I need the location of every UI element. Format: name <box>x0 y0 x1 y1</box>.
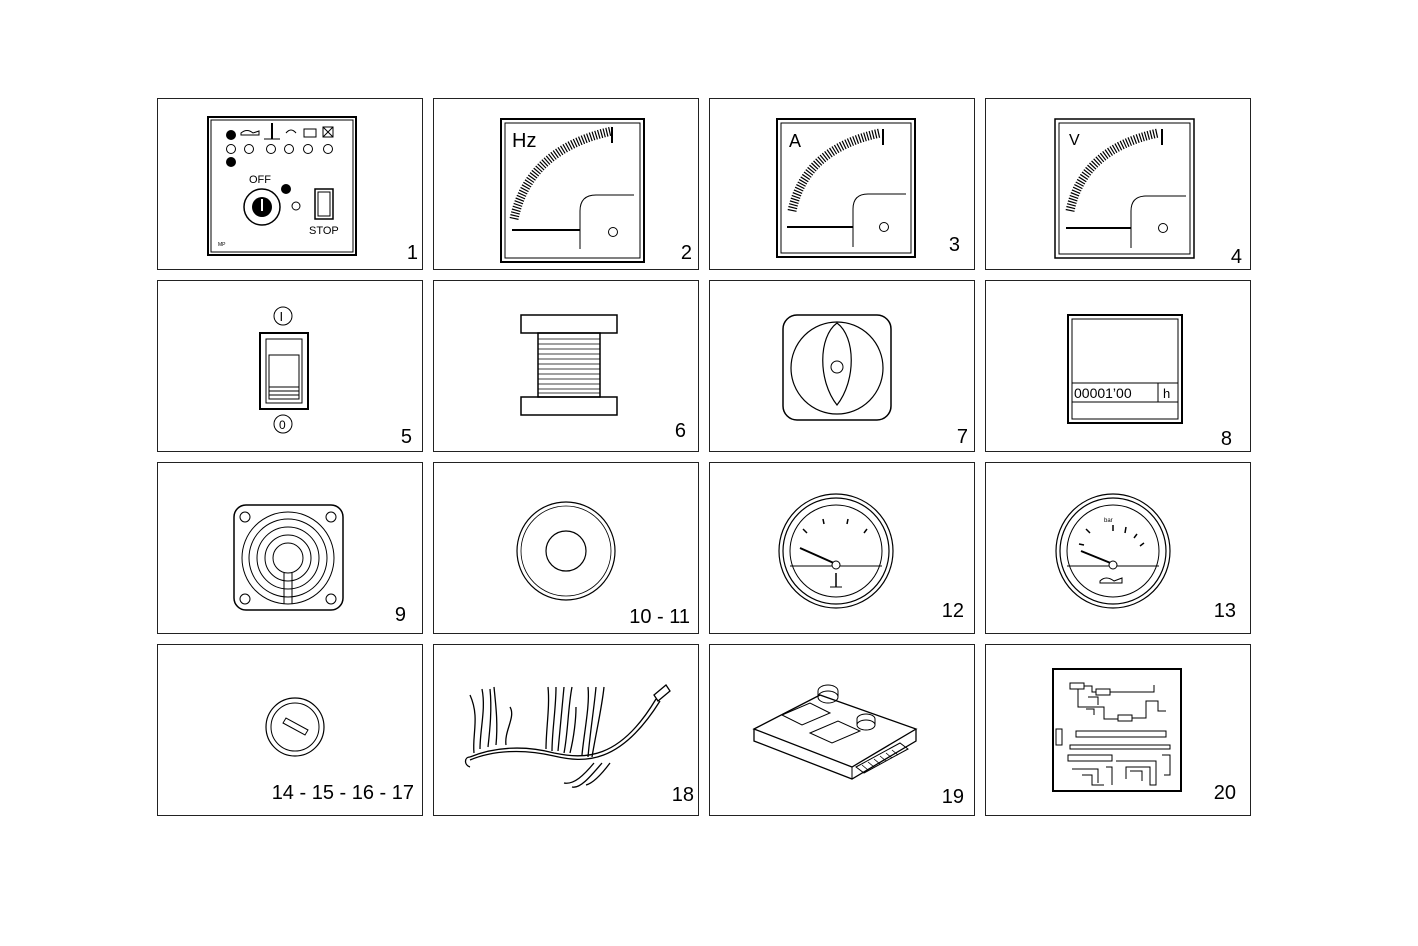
rocker-switch-drawing: I 0 <box>259 306 309 434</box>
meter-unit-label: A <box>789 131 801 151</box>
control-panel-drawing: OFF STOP MP <box>207 116 357 256</box>
item-3-ammeter: A 3 <box>709 98 975 270</box>
warning-lamp-drawing <box>516 501 616 601</box>
item-12-temperature-gauge: 12 <box>709 462 975 634</box>
item-number: 6 <box>674 420 686 442</box>
item-7-rotary-selector: 7 <box>709 280 975 452</box>
item-14-17-key-switch: 14 - 15 - 16 - 17 <box>157 644 423 816</box>
item-number: 20 <box>1213 782 1236 804</box>
item-13-oil-pressure-gauge: bar 13 <box>985 462 1251 634</box>
item-2-frequency-meter: Hz 2 <box>433 98 699 270</box>
item-number: 10 - 11 <box>629 606 690 628</box>
item-number: 7 <box>956 426 968 448</box>
item-number: 1 <box>406 242 418 264</box>
item-18-wiring-harness: 18 <box>433 644 699 816</box>
wire-spool-drawing <box>520 314 618 416</box>
item-6-wire-spool: 6 <box>433 280 699 452</box>
item-19-control-unit: 19 <box>709 644 975 816</box>
item-1-control-panel: OFF STOP MP 1 <box>157 98 423 270</box>
hour-counter-drawing: 00001’00 h <box>1067 314 1183 424</box>
item-number: 5 <box>400 426 412 448</box>
item-10-11-warning-lamp: 10 - 11 <box>433 462 699 634</box>
item-number: 8 <box>1220 428 1232 450</box>
item-number: 19 <box>941 786 964 808</box>
item-number: 18 <box>671 784 694 806</box>
horn-drawing <box>233 504 344 611</box>
item-number: 4 <box>1230 246 1242 268</box>
switch-on-label: I <box>280 309 284 324</box>
ammeter-drawing: A <box>776 118 916 258</box>
key-switch-drawing <box>265 697 325 757</box>
item-number: 3 <box>948 234 960 256</box>
meter-unit-label: Hz <box>512 130 536 152</box>
item-number: 9 <box>394 604 406 626</box>
temperature-gauge-drawing <box>778 493 894 609</box>
oil-pressure-gauge-drawing: bar <box>1055 493 1171 609</box>
voltmeter-drawing: V <box>1054 118 1195 259</box>
wiring-harness-drawing <box>464 684 671 788</box>
item-20-circuit-board: 20 <box>985 644 1251 816</box>
stop-label: STOP <box>309 225 339 237</box>
meter-unit-label: V <box>1069 132 1080 149</box>
item-4-voltmeter: V 4 <box>985 98 1251 270</box>
item-8-hour-counter: 00001’00 h 8 <box>985 280 1251 452</box>
item-5-rocker-switch: I 0 5 <box>157 280 423 452</box>
item-number: 13 <box>1213 600 1236 622</box>
pressure-unit-label: bar <box>1104 518 1113 524</box>
hour-counter-unit: h <box>1163 386 1170 401</box>
item-number: 2 <box>680 242 692 264</box>
circuit-board-drawing <box>1052 668 1182 792</box>
hour-counter-value: 00001’00 <box>1074 385 1132 401</box>
rotary-selector-drawing <box>782 314 892 421</box>
item-number: 12 <box>941 600 964 622</box>
switch-off-label: 0 <box>279 418 286 432</box>
off-label: OFF <box>249 174 271 186</box>
frequency-meter-drawing: Hz <box>500 118 645 263</box>
item-9-horn: 9 <box>157 462 423 634</box>
control-unit-drawing <box>752 684 918 780</box>
brand-mark: MP <box>218 242 226 248</box>
item-number: 14 - 15 - 16 - 17 <box>271 782 414 804</box>
